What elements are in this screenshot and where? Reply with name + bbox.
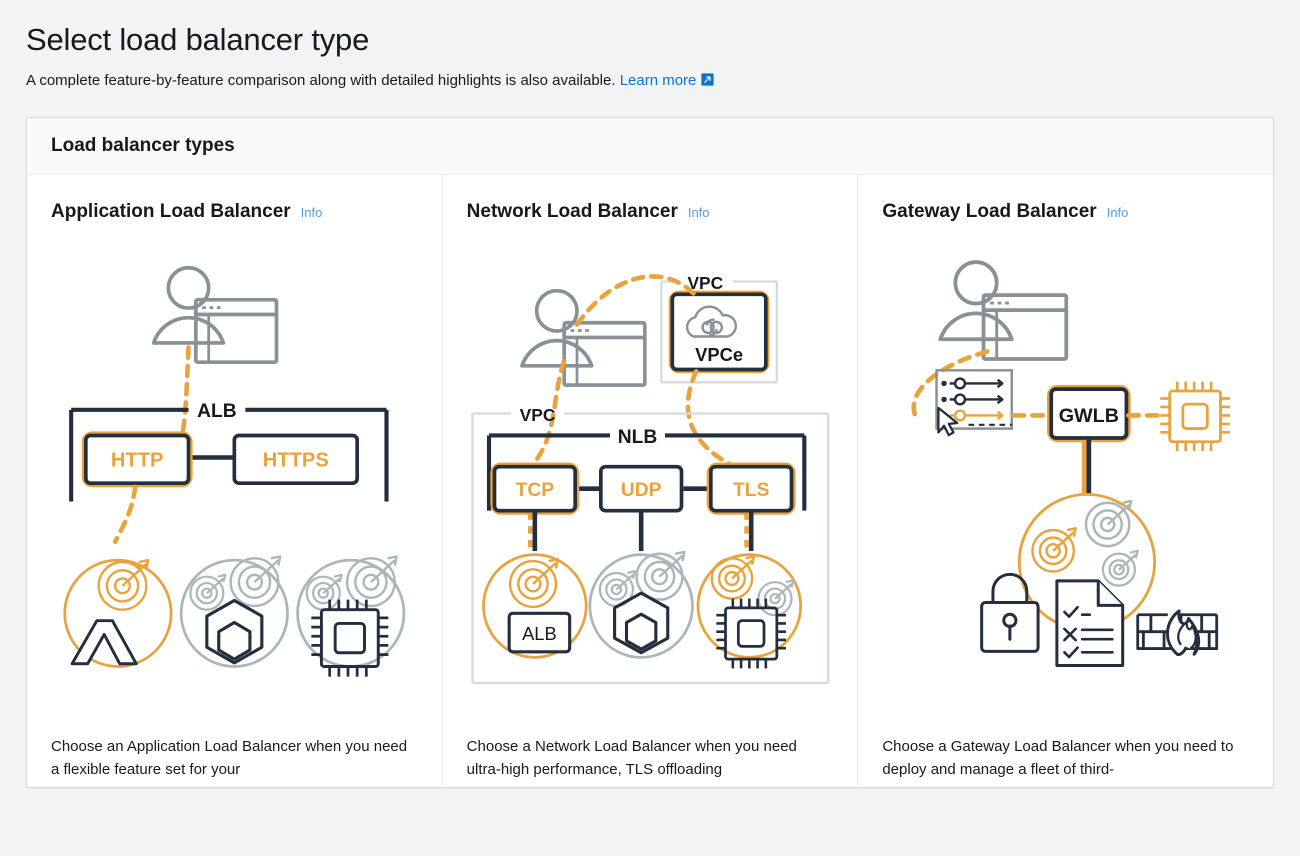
listener-udp-label: UDP [621, 480, 662, 501]
target-group-lambda [63, 558, 173, 668]
external-link-icon [700, 72, 715, 87]
ec2-instance-icon [1160, 381, 1231, 451]
vpce-label: VPCe [695, 344, 743, 365]
column-description: Choose an Application Load Balancer when… [51, 737, 408, 778]
nlb-container [486, 433, 807, 511]
learn-more-link[interactable]: Learn more [620, 72, 716, 89]
firewall-icon [1136, 609, 1219, 656]
target-arrow-icon [97, 558, 150, 611]
lambda-icon [70, 618, 138, 665]
column-gateway-load-balancer[interactable]: Gateway Load Balancer Info [857, 174, 1273, 788]
alb-box-label: ALB [522, 623, 557, 644]
listener-udp: UDP [598, 464, 684, 513]
target-arrow-icon [635, 550, 686, 601]
listener-tcp: TCP [490, 462, 579, 515]
user-browser-icon [519, 288, 647, 387]
page-subtitle: A complete feature-by-feature comparison… [26, 70, 1274, 91]
column-title: Application Load Balancer [51, 200, 291, 222]
info-link-network[interactable]: Info [687, 204, 710, 220]
column-title-row: Application Load Balancer Info [51, 201, 418, 223]
ec2-instance-icon [716, 598, 786, 668]
listener-tls-label: TLS [733, 480, 770, 501]
listener-http: HTTP [81, 431, 193, 487]
flow-client-to-vpce [574, 273, 697, 327]
column-description: Choose a Network Load Balancer when you … [466, 737, 797, 778]
vpc-box-bottom [471, 411, 829, 684]
flow-client-to-tcp [528, 358, 567, 469]
target-group-container [179, 554, 289, 668]
target-group-container [588, 550, 694, 659]
column-network-load-balancer[interactable]: Network Load Balancer Info VPC [441, 174, 858, 788]
page-subtitle-text: A complete feature-by-feature comparison… [26, 71, 616, 89]
page-header: Select load balancer type A complete fea… [0, 0, 1300, 105]
vpc-label-bottom: VPC [519, 404, 555, 424]
container-icon [612, 591, 669, 654]
load-balancer-types-card: Load balancer types Application Load Bal… [26, 116, 1274, 789]
target-arrow-icon-gray [1085, 499, 1133, 547]
listener-tcp-label: TCP [515, 480, 554, 501]
gwlb-node: GWLB [1047, 384, 1132, 442]
alb-label: ALB [197, 401, 237, 422]
page-title: Select load balancer type [26, 22, 370, 57]
info-link-gateway[interactable]: Info [1106, 204, 1129, 220]
flow-client-to-route-table [911, 348, 990, 420]
target-arrow-icon-small [598, 569, 636, 607]
target-group-alb: ALB [481, 552, 588, 659]
vpc-box-top [659, 279, 778, 384]
listener-https: HTTPS [232, 433, 360, 485]
target-arrow-icon [710, 554, 755, 600]
nlb-label: NLB [617, 426, 657, 447]
user-browser-icon [938, 259, 1069, 361]
gwlb-diagram: GWLB [882, 231, 1249, 735]
column-application-load-balancer[interactable]: Application Load Balancer Info [27, 175, 442, 788]
target-arrow-icon [1031, 526, 1078, 573]
gwlb-label: GWLB [1059, 405, 1119, 427]
column-title: Gateway Load Balancer [882, 200, 1097, 222]
container-icon [205, 598, 264, 665]
alb-diagram: ALB HTTP HTTPS [51, 231, 418, 735]
flow-http-to-target [112, 484, 138, 544]
checklist-document-icon [1055, 579, 1125, 667]
column-title-row: Network Load Balancer Info [467, 201, 834, 223]
ec2-instance-icon [311, 599, 389, 677]
target-arrow-icon-small [305, 573, 343, 611]
listener-https-label: HTTPS [263, 449, 329, 471]
target-arrow-icon [229, 554, 282, 607]
card-header: Load balancer types [27, 117, 1273, 175]
card-header-title: Load balancer types [51, 134, 235, 156]
flow-vpce-to-tls [685, 368, 737, 469]
mouse-cursor-icon [937, 406, 959, 436]
target-arrow-icon [345, 554, 398, 607]
target-arrow-icon [508, 557, 559, 608]
column-description: Choose a Gateway Load Balancer when you … [882, 737, 1234, 778]
target-group-ec2 [696, 552, 802, 668]
load-balancer-columns: Application Load Balancer Info [27, 174, 1273, 788]
vpce-node: VPCe [668, 290, 770, 373]
nlb-diagram: VPC VPCe [467, 231, 834, 735]
alb-box-icon: ALB [507, 611, 571, 654]
alb-container [69, 407, 389, 502]
target-arrow-icon-small [189, 573, 227, 611]
route-table-icon [935, 368, 1014, 430]
column-title-row: Gateway Load Balancer Info [882, 201, 1249, 223]
vpc-label-top: VPC [687, 272, 723, 292]
listener-tls: TLS [706, 462, 796, 515]
target-arrow-icon-small [1102, 549, 1140, 587]
target-group-ec2 [296, 554, 406, 677]
learn-more-label: Learn more [619, 71, 697, 89]
lock-icon [980, 572, 1040, 653]
user-browser-icon [151, 265, 279, 364]
cloud-endpoint-icon [685, 305, 737, 338]
info-link-application[interactable]: Info [300, 204, 323, 220]
listener-http-label: HTTP [111, 449, 164, 471]
column-title: Network Load Balancer [466, 200, 678, 222]
